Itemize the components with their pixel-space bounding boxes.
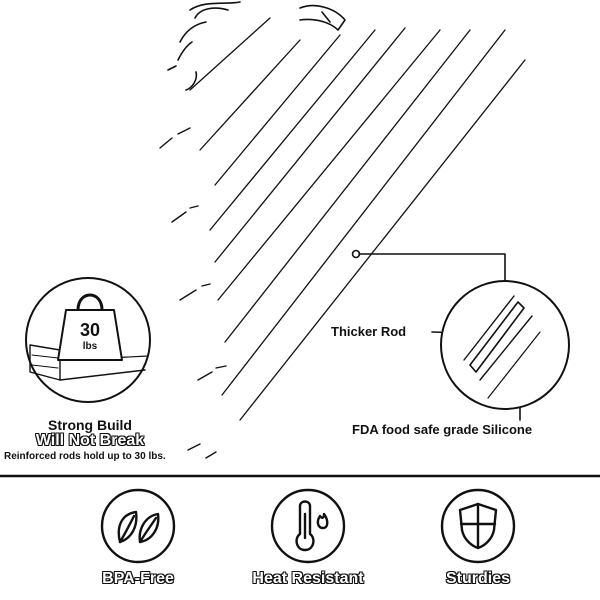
- feature-label-heat-resistant: Heat Resistant: [252, 570, 364, 587]
- thicker-rod-label: Thicker Rod: [331, 324, 407, 339]
- rack-clip-drawing: [167, 1, 346, 91]
- feature-label-bpa-free: BPA-Free: [102, 570, 174, 587]
- feature-label-sturdies: Sturdies: [445, 570, 510, 587]
- shield-icon: [440, 488, 516, 564]
- silicone-label: FDA food safe grade Silicone: [352, 422, 533, 437]
- thermometer-flame-icon: [270, 488, 346, 564]
- drying-rods: [189, 17, 526, 421]
- zoom-circle: [440, 280, 570, 410]
- weight-number: 30: [79, 320, 101, 340]
- rod-end-hooks: [159, 127, 227, 459]
- strength-heading: Strong Build: [48, 417, 132, 433]
- weight-unit: lbs: [82, 341, 98, 352]
- strength-circle: [25, 277, 151, 403]
- strength-detail: Reinforced rods hold up to 30 lbs.: [4, 451, 166, 462]
- leaves-icon: [100, 488, 176, 564]
- strength-subheading: Will Not Break: [35, 432, 145, 449]
